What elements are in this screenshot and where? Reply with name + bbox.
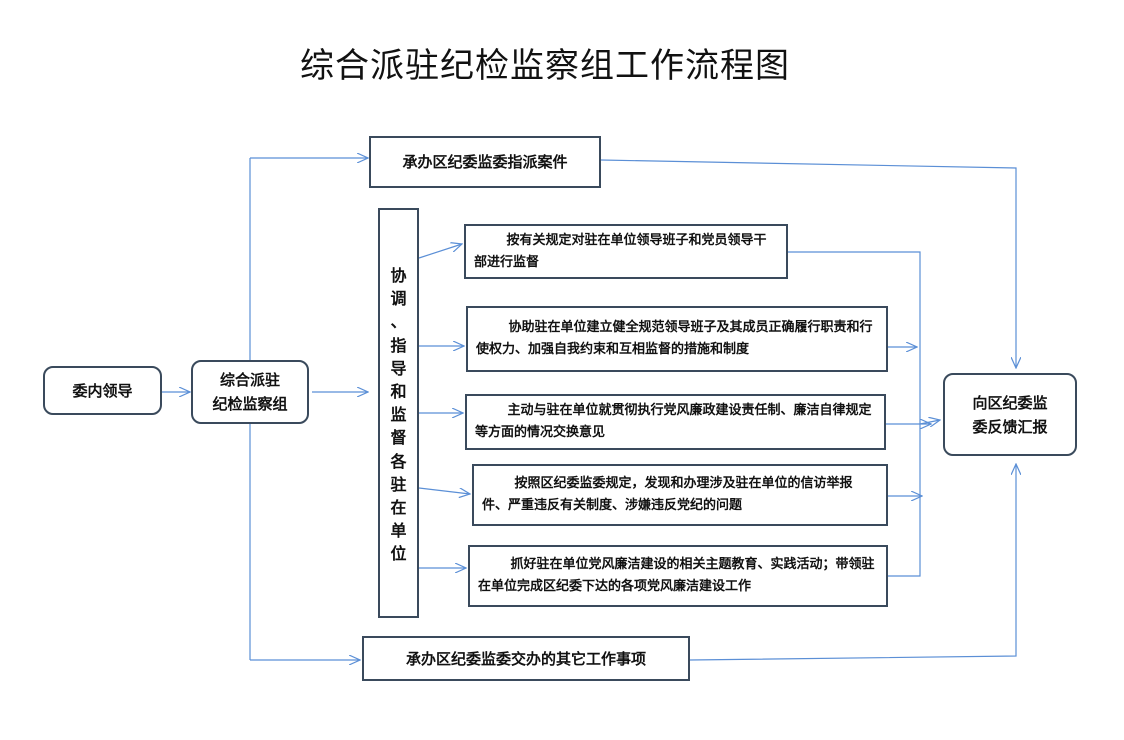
coordinate-char: 监 <box>390 405 407 425</box>
coordinate-char: 位 <box>390 544 407 564</box>
task-node-4: 按照区纪委监委规定，发现和办理涉及驻在单位的信访举报件、严重违反有关制度、涉嫌违… <box>472 464 888 526</box>
group-label-line1: 综合派驻 <box>219 371 280 389</box>
coordinate-char: 协 <box>390 266 407 285</box>
task1-to-merge-line <box>788 251 921 577</box>
leader-node: 委内领导 <box>43 366 162 415</box>
coordinate-char: 调 <box>390 289 407 309</box>
arrow-to-task4 <box>418 487 470 494</box>
other-matters-node: 承办区纪委监委交办的其它工作事项 <box>362 636 690 681</box>
coordinate-char: 督 <box>390 428 407 448</box>
task-node-1: 按有关规定对驻在单位领导班子和党员领导干部进行监督 <box>464 224 788 279</box>
coordinate-char: 各 <box>390 451 407 471</box>
task-label-5: 抓好驻在单位党风廉洁建设的相关主题教育、实践活动；带领驻在单位完成区纪委下达的各… <box>478 557 875 594</box>
group-node: 综合派驻 纪检监察组 <box>191 360 309 424</box>
group-label-line2: 纪检监察组 <box>212 395 288 413</box>
arrow-to-task1 <box>418 244 462 259</box>
task-label-4: 按照区纪委监委规定，发现和办理涉及驻在单位的信访举报件、严重违反有关制度、涉嫌违… <box>482 476 853 513</box>
task-node-3: 主动与驻在单位就贯彻执行党风廉政建设责任制、廉洁自律规定等方面的情况交换意见 <box>465 394 886 450</box>
task-node-5: 抓好驻在单位党风廉洁建设的相关主题教育、实践活动；带领驻在单位完成区纪委下达的各… <box>468 545 888 607</box>
arrow-other-to-report <box>689 464 1016 661</box>
arrow-assigned-to-report <box>600 159 1016 368</box>
task-label-3: 主动与驻在单位就贯彻执行党风廉政建设责任制、廉洁自律规定等方面的情况交换意见 <box>475 403 872 440</box>
report-label-line2: 委反馈汇报 <box>972 417 1048 436</box>
task-label-1: 按有关规定对驻在单位领导班子和党员领导干部进行监督 <box>474 232 767 270</box>
coordinate-char: 单 <box>390 521 407 541</box>
assigned-cases-node: 承办区纪委监委指派案件 <box>369 136 601 188</box>
coordinate-char: 在 <box>390 498 407 518</box>
coordinate-char: 、 <box>390 312 407 332</box>
task-label-2: 协助驻在单位建立健全规范领导班子及其成员正确履行职责和行使权力、加强自我约束和互… <box>476 320 873 357</box>
coordinate-char: 指 <box>390 335 407 355</box>
other-matters-label: 承办区纪委监委交办的其它工作事项 <box>405 649 646 668</box>
report-label-line1: 向区纪委监 <box>972 393 1048 412</box>
diagram-title: 综合派驻纪检监察组工作流程图 <box>300 46 790 86</box>
coordinate-char: 驻 <box>390 474 407 494</box>
report-node: 向区纪委监 委反馈汇报 <box>943 373 1077 456</box>
coordinate-char: 和 <box>390 382 407 402</box>
coordinate-char: 导 <box>390 358 407 378</box>
coordinate-supervise-node: 协调、指导和监督各驻在单位 <box>378 208 419 618</box>
assigned-cases-label: 承办区纪委监委指派案件 <box>402 153 568 171</box>
leader-label: 委内领导 <box>72 381 133 400</box>
task-node-2: 协助驻在单位建立健全规范领导班子及其成员正确履行职责和行使权力、加强自我约束和互… <box>466 306 888 372</box>
arrow-merge-to-report <box>919 420 940 424</box>
